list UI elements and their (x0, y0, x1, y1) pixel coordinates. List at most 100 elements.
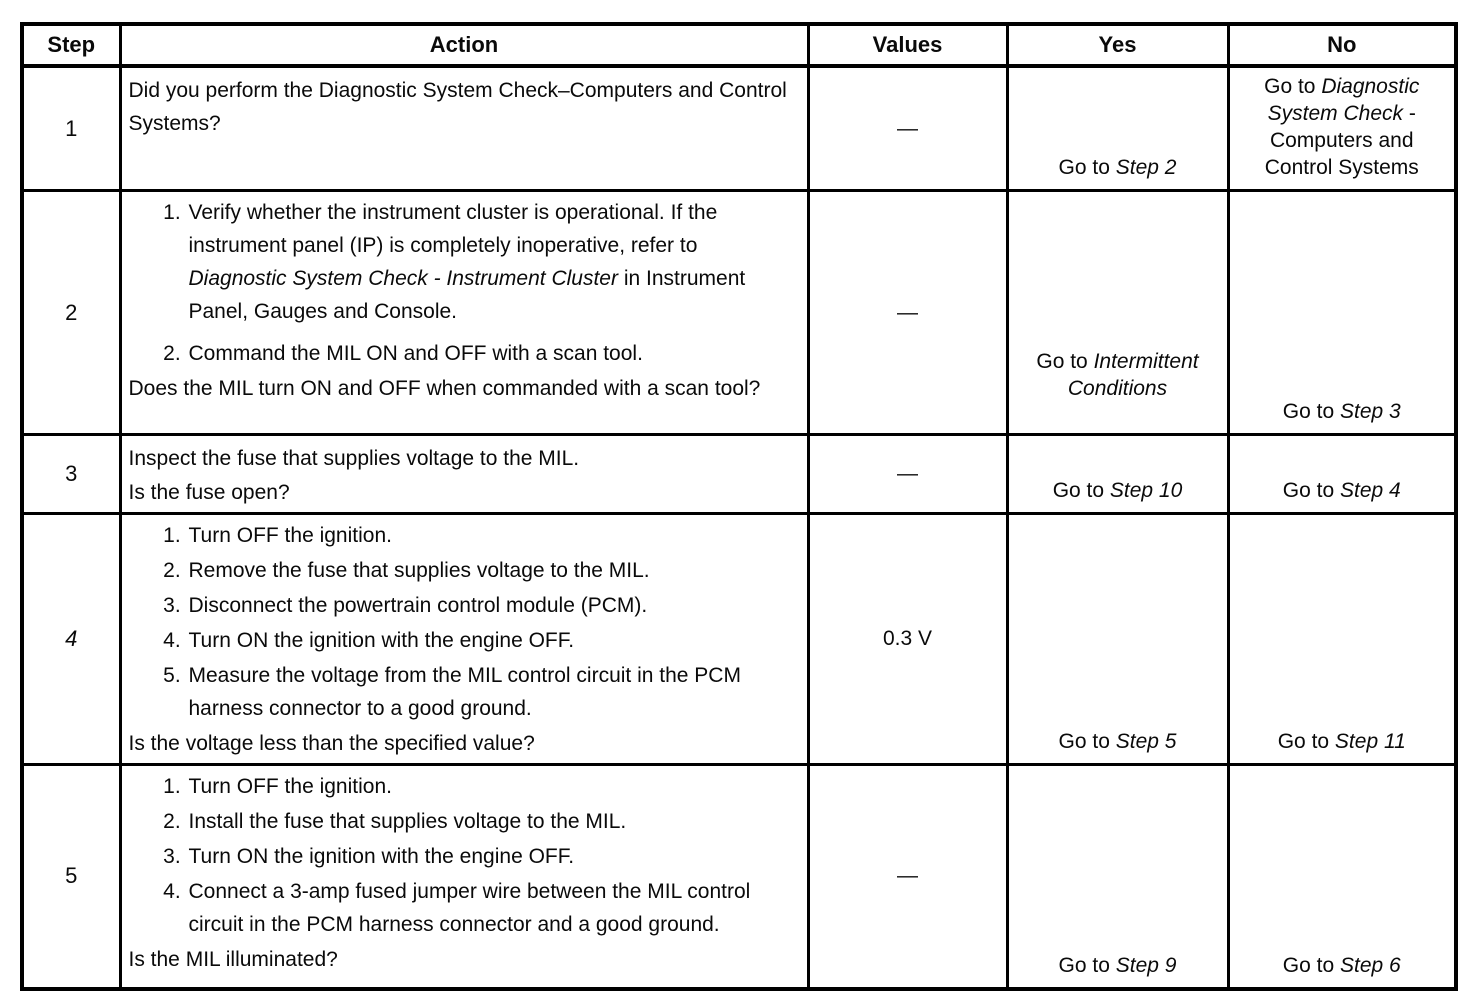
table-row: 2 Verify whether the instrument cluster … (20, 189, 1458, 436)
text-segment: Disconnect the powertrain control module… (188, 594, 648, 617)
table-row: 3 Inspect the fuse that supplies voltage… (20, 433, 1458, 515)
no-cell: Go to Diagnostic System Check - Computer… (1226, 64, 1458, 192)
yes-line: Conditions (1016, 375, 1220, 402)
table-row: 4 Turn OFF the ignition. Remove the fuse… (20, 512, 1458, 766)
text-segment: Go to (1282, 479, 1340, 502)
text-segment: Command the MIL ON and OFF with a scan t… (188, 342, 643, 365)
text-segment: Connect a 3-amp fused jumper wire betwee… (188, 880, 751, 936)
action-item: Verify whether the instrument cluster is… (187, 196, 795, 328)
text-segment: Control Systems (1264, 156, 1419, 179)
text-segment: Step 2 (1115, 156, 1177, 179)
values-cell: — (806, 433, 1009, 515)
no-cell: Go to Step 11 (1226, 512, 1458, 766)
text-segment: Turn ON the ignition with the engine OFF… (188, 845, 575, 868)
values-cell: — (806, 64, 1009, 192)
goto-text: Go to Step 3 (1283, 400, 1401, 423)
header-step: Step (20, 22, 122, 68)
header-yes: Yes (1005, 22, 1230, 68)
text-segment: Step 6 (1339, 953, 1401, 977)
text-segment: Step 11 (1334, 730, 1406, 753)
goto-text: Go to Step 11 (1278, 730, 1406, 753)
no-line: System Check - (1237, 100, 1448, 127)
text-segment: Diagnostic System Check - Instrument Clu… (188, 267, 618, 290)
text-segment: Go to (1282, 400, 1340, 423)
text-segment: Step 10 (1109, 479, 1183, 502)
header-row: Step Action Values Yes No (20, 22, 1458, 68)
action-item: Turn ON the ignition with the engine OFF… (187, 840, 795, 873)
action-cell: Turn OFF the ignition. Remove the fuse t… (118, 512, 810, 766)
text-segment: Go to (1282, 953, 1340, 977)
action-item: Remove the fuse that supplies voltage to… (187, 554, 795, 587)
yes-cell: Go to Step 5 (1005, 512, 1230, 766)
text-segment: Step 9 (1115, 953, 1177, 977)
action-item: Connect a 3-amp fused jumper wire betwee… (187, 875, 795, 941)
text-segment: Go to (1036, 350, 1094, 373)
text-segment: System Check (1267, 102, 1404, 125)
text-segment: Turn OFF the ignition. (188, 524, 392, 547)
goto-text: Go to Step 2 (1059, 156, 1177, 179)
values-cell: — (806, 763, 1009, 990)
no-cell: Go to Step 3 (1226, 189, 1458, 436)
text-segment: Go to (1058, 730, 1116, 753)
action-item: Command the MIL ON and OFF with a scan t… (187, 337, 795, 370)
action-item: Turn OFF the ignition. (187, 770, 795, 803)
action-item: Turn OFF the ignition. (187, 519, 795, 552)
text-segment: Conditions (1067, 377, 1168, 400)
no-cell: Go to Step 6 (1226, 763, 1458, 990)
yes-line: Go to Intermittent (1016, 348, 1220, 375)
action-item: Install the fuse that supplies voltage t… (187, 805, 795, 838)
step-cell: 2 (20, 189, 122, 436)
action-list: Verify whether the instrument cluster is… (129, 196, 795, 370)
yes-cell: Go to Intermittent Conditions (1005, 189, 1230, 436)
no-line: Go to Diagnostic (1237, 73, 1448, 100)
text-segment: - (1403, 102, 1416, 125)
step-cell: 4 (20, 512, 122, 766)
action-question: Is the fuse open? (128, 481, 290, 504)
action-question: Did you perform the Diagnostic System Ch… (128, 79, 787, 135)
text-segment: Go to (1264, 75, 1322, 98)
text-segment: Turn ON the ignition with the engine OFF… (188, 629, 575, 652)
text-segment: Go to (1058, 953, 1116, 977)
goto-text: Go to Step 5 (1059, 730, 1177, 753)
values-cell: 0.3 V (806, 512, 1009, 766)
table-row: 5 Turn OFF the ignition. Install the fus… (20, 763, 1458, 990)
text-segment: Computers and (1269, 129, 1414, 152)
step-cell: 5 (20, 763, 122, 990)
yes-cell: Go to Step 2 (1005, 64, 1230, 192)
text-segment: Step 3 (1339, 400, 1401, 423)
text-segment: Verify whether the instrument cluster is… (188, 201, 718, 257)
action-item: Turn ON the ignition with the engine OFF… (187, 624, 795, 657)
yes-cell: Go to Step 9 (1005, 763, 1230, 990)
goto-text: Go to Step 6 (1283, 954, 1401, 977)
yes-cell: Go to Step 10 (1005, 433, 1230, 515)
action-list: Turn OFF the ignition. Install the fuse … (129, 770, 795, 941)
text-segment: Go to (1052, 479, 1110, 502)
action-cell: Did you perform the Diagnostic System Ch… (118, 64, 810, 192)
header-values: Values (806, 22, 1009, 68)
goto-text: Go to Step 9 (1059, 954, 1177, 977)
action-question: Is the MIL illuminated? (128, 948, 338, 971)
step-cell: 1 (20, 64, 122, 192)
no-line: Control Systems (1237, 154, 1448, 181)
text-segment: Intermittent (1093, 350, 1199, 373)
goto-text: Go to Step 4 (1283, 479, 1401, 502)
table-row: 1 Did you perform the Diagnostic System … (20, 64, 1458, 192)
text-segment: Step 4 (1339, 479, 1401, 502)
action-item: Measure the voltage from the MIL control… (187, 659, 795, 725)
text-segment: Measure the voltage from the MIL control… (188, 664, 741, 720)
text-segment: Install the fuse that supplies voltage t… (188, 810, 627, 833)
text-segment: in Instrument Panel, Gauges and Console. (188, 267, 746, 323)
action-line: Inspect the fuse that supplies voltage t… (128, 447, 580, 470)
text-segment: Diagnostic (1321, 75, 1420, 98)
action-cell: Verify whether the instrument cluster is… (118, 189, 810, 436)
text-segment: Go to (1277, 730, 1335, 753)
action-cell: Inspect the fuse that supplies voltage t… (118, 433, 810, 515)
no-line: Computers and (1237, 127, 1448, 154)
text-segment: Turn OFF the ignition. (188, 775, 392, 798)
header-action: Action (118, 22, 810, 68)
text-segment: Step 5 (1115, 730, 1177, 753)
step-cell: 3 (20, 433, 122, 515)
values-cell: — (806, 189, 1009, 436)
action-item: Disconnect the powertrain control module… (187, 589, 795, 622)
